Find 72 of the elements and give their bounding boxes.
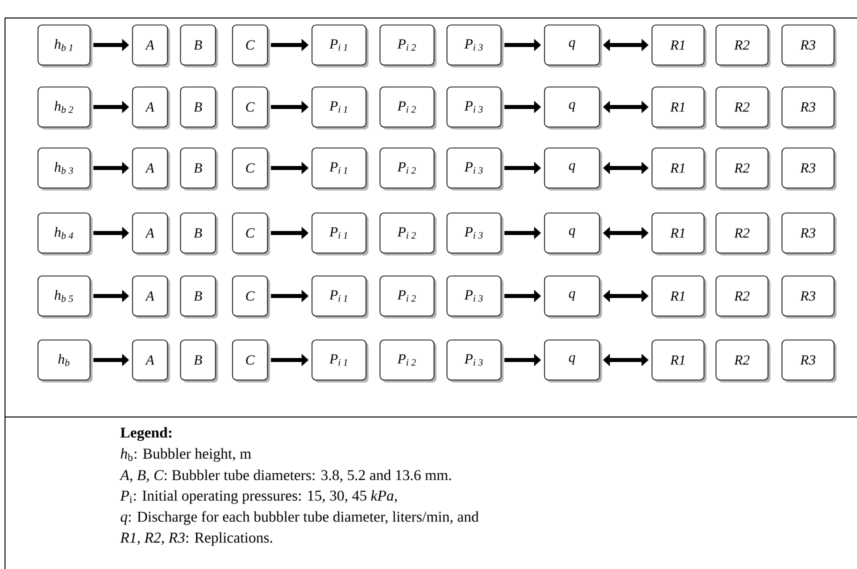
variable-box: P$_{i 3}$ [446,24,504,68]
variable-box: q [544,276,602,318]
variable-box: P$_{i 3}$ [446,148,504,190]
variable-box: P$_{i 1}$ [312,212,368,256]
variable-box: R2 [716,86,770,130]
variable-box: R3 [782,212,836,256]
variable-box: R1 [652,86,706,130]
variable-box: P$_{i 2}$ [380,24,436,68]
variable-box: R3 [782,276,836,318]
variable-box: h$_{b 2}$ [38,86,92,130]
variable-box: B [180,24,218,68]
variable-box: R1 [652,276,706,318]
variable-box: R2 [716,24,770,68]
variable-box: P$_{i 1}$ [312,86,368,130]
variable-box: C [232,148,270,190]
variable-box: h$_{b 1}$ [38,24,92,68]
legend-heading: Legend: [120,427,172,441]
legend-entry: q: Discharge for each bubbler tube diameter, liters/min, and [120,511,479,525]
variable-box: q [544,24,602,68]
variable-box: R2 [716,212,770,256]
variable-box: R3 [782,24,836,68]
variable-box: P$_{i 2}$ [380,148,436,190]
variable-box: C [232,276,270,318]
legend-entry: R1, R2, R3: Replications. [120,532,272,546]
variable-box: h$_{b 3}$ [38,148,92,190]
variable-box: P$_{i 1}$ [312,24,368,68]
legend-entry: A, B, C: Bubbler tube diameters: 3.8, 5.2 and 13.6 mm. [119,470,451,482]
variable-box: C [232,86,270,130]
variable-box: B [180,276,218,318]
variable-box: C [232,212,270,256]
variable-box: q [544,148,602,190]
variable-box: q [544,86,602,130]
variable-box: R3 [782,340,836,382]
variable-box: A [132,24,170,68]
variable-box: R1 [652,212,706,256]
variable-box: P$_{i 3}$ [446,212,504,256]
legend-entry: P$_{i}$: Initial operating pressures: 15, 30, 45 kPa, [120,490,397,504]
variable-box: h$_{b 5}$ [38,276,92,318]
variable-box: q [544,212,602,256]
legend-entry: h$_{b}$: Bubbler height, m [120,448,252,462]
variable-box: A [132,212,170,256]
variable-box: R1 [652,24,706,68]
variable-box: P$_{i 3}$ [446,86,504,130]
variable-box: h$_{b 4}$ [38,212,92,256]
variable-box: R3 [782,86,836,130]
variable-box: A [132,86,170,130]
variable-box: R2 [716,148,770,190]
variable-box: P$_{i 3}$ [446,276,504,318]
variable-box: R3 [782,148,836,190]
variable-box: P$_{i 2}$ [380,276,436,318]
variable-box: C [232,24,270,68]
variable-box: B [180,148,218,190]
variable-box: R2 [716,340,770,382]
variable-box: h$_{b}$ [38,340,92,382]
variable-box: A [132,340,170,382]
variable-box: B [180,86,218,130]
variable-box: C [232,340,270,382]
variable-box: P$_{i 2}$ [380,340,436,382]
variable-box: q [544,340,602,382]
variable-box: A [132,148,170,190]
variable-box: P$_{i 1}$ [312,340,368,382]
variable-box: R1 [652,340,706,382]
variable-box: R1 [652,148,706,190]
variable-box: B [180,212,218,256]
variable-box: B [180,340,218,382]
variable-box: A [132,276,170,318]
variable-box: P$_{i 2}$ [380,212,436,256]
variable-box: P$_{i 1}$ [312,276,368,318]
variable-box: R2 [716,276,770,318]
variable-box: P$_{i 1}$ [312,148,368,190]
variable-box: P$_{i 2}$ [380,86,436,130]
variable-box: P$_{i 3}$ [446,340,504,382]
